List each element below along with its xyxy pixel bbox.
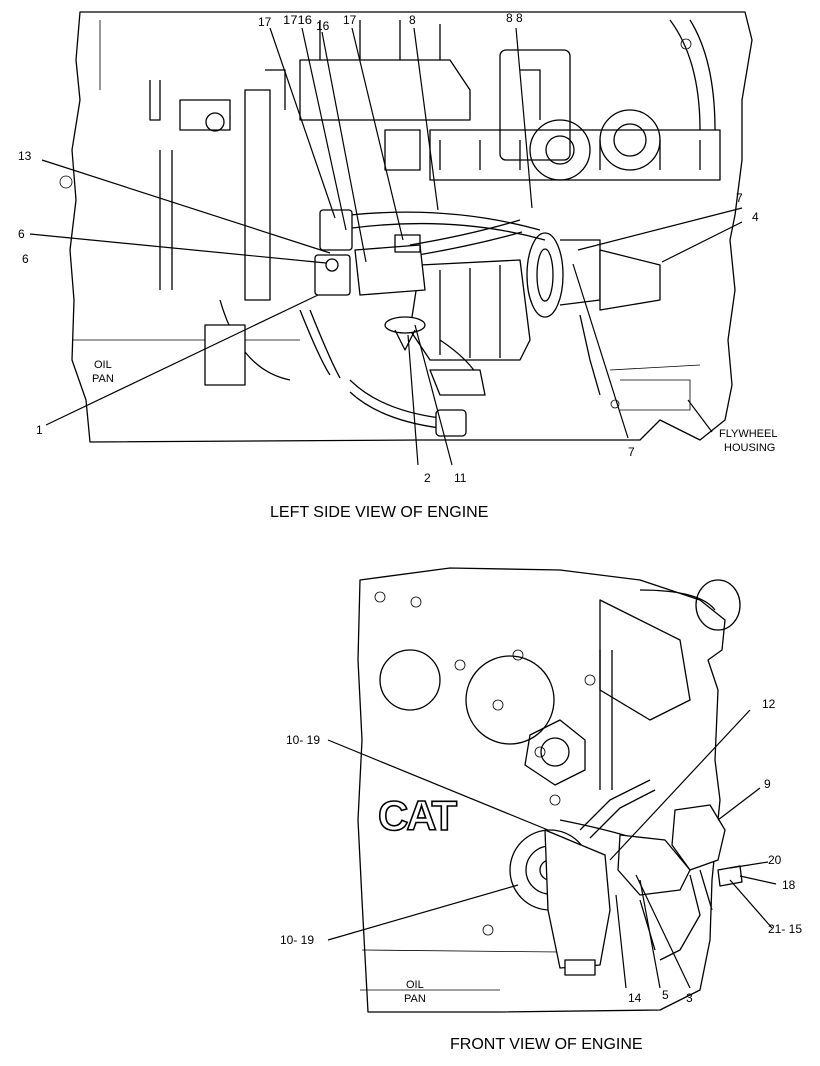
cat-logo-text: CAT <box>378 792 458 839</box>
left-side-view: 17 1716 16 17 8 8 8 13 6 6 7 4 1 2 11 7 … <box>18 11 777 521</box>
front-part-labels: 10- 19 12 9 20 18 21- 15 10- 19 14 5 3 O… <box>280 697 802 1005</box>
top-leader-lines <box>29 27 743 466</box>
label-8a: 8 <box>409 13 416 27</box>
label-12: 12 <box>762 697 776 711</box>
front-oil-pan-label-line2: PAN <box>404 993 426 1005</box>
label-8-8: 8 8 <box>506 11 523 25</box>
label-10-19-upper: 10- 19 <box>286 733 320 747</box>
label-1716: 1716 <box>283 13 312 27</box>
front-pump-assembly <box>509 779 743 976</box>
label-17b: 17 <box>343 13 357 27</box>
label-10-19-lower: 10- 19 <box>280 933 314 947</box>
label-13: 13 <box>18 149 32 163</box>
flywheel-housing-label-line1: FLYWHEEL <box>719 428 777 440</box>
label-16: 16 <box>316 19 330 33</box>
label-7b: 7 <box>628 445 635 459</box>
label-2: 2 <box>424 471 431 485</box>
label-21-15: 21- 15 <box>768 922 802 936</box>
oil-pan-label-line2: PAN <box>92 373 114 385</box>
front-leader-lines <box>327 709 777 989</box>
cat-logo: CAT <box>377 791 460 840</box>
label-18: 18 <box>782 878 796 892</box>
label-17a: 17 <box>258 15 272 29</box>
front-view-caption: FRONT VIEW OF ENGINE <box>450 1036 643 1053</box>
label-14: 14 <box>628 991 642 1005</box>
label-6a: 6 <box>18 227 25 241</box>
engine-block-outline <box>59 11 753 443</box>
label-3: 3 <box>686 991 693 1005</box>
label-1: 1 <box>36 423 43 437</box>
label-7a: 7 <box>736 191 743 205</box>
label-6b: 6 <box>22 252 29 266</box>
top-part-labels: 17 1716 16 17 8 8 8 13 6 6 7 4 1 2 11 7 … <box>18 11 777 485</box>
flywheel-housing-label-line2: HOUSING <box>724 442 775 454</box>
label-4: 4 <box>752 210 759 224</box>
front-view: CAT <box>280 567 802 1053</box>
label-5: 5 <box>662 988 669 1002</box>
front-oil-pan-label-line1: OIL <box>406 979 424 991</box>
label-9: 9 <box>764 777 771 791</box>
turbocharger-assembly <box>204 209 661 437</box>
cylinder-head-details <box>149 19 721 301</box>
oil-pan-label-line1: OIL <box>94 359 112 371</box>
label-20: 20 <box>768 853 782 867</box>
left-side-view-caption: LEFT SIDE VIEW OF ENGINE <box>270 504 488 521</box>
label-11: 11 <box>454 471 467 485</box>
